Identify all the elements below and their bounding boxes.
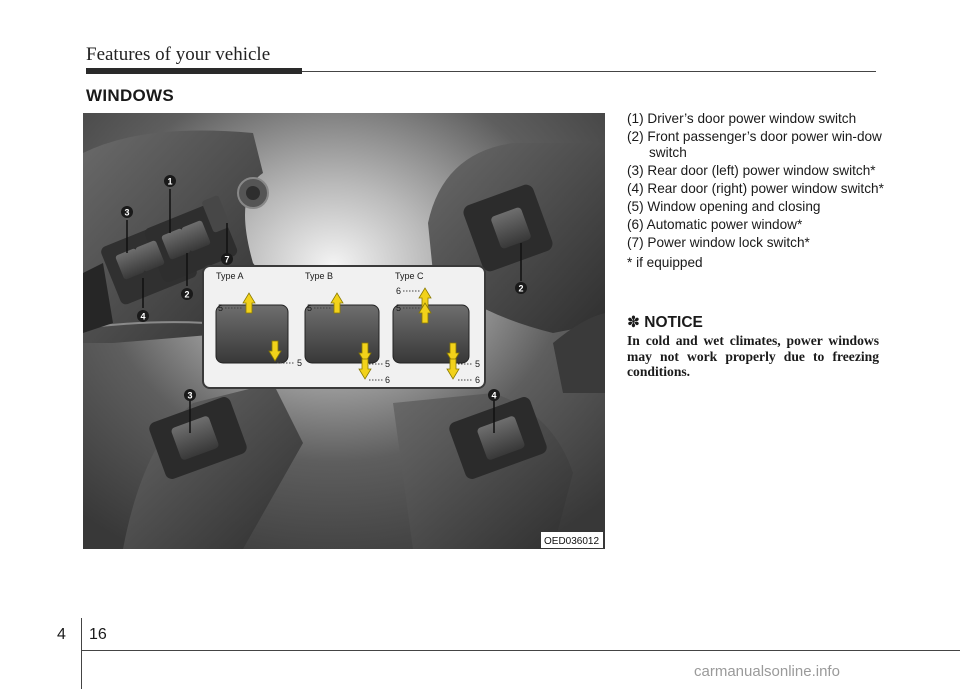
callout-1-badge: [164, 175, 176, 187]
callout-4-driver: 4: [140, 312, 145, 322]
type-a-label: Type A: [216, 271, 244, 281]
page-header-title: Features of your vehicle: [86, 44, 271, 65]
list-item-automatic: (6) Automatic power window*: [627, 217, 803, 232]
type-b-label-6-down: 6: [385, 375, 390, 385]
watermark: carmanualsonline.info: [694, 663, 840, 680]
callout-2-driver: 2: [184, 290, 189, 300]
callout-3-rear-left: 3: [187, 391, 192, 401]
callout-7: 7: [224, 255, 229, 265]
feature-list: (1) Driver’s door power window switch (2…: [627, 111, 887, 273]
type-c-label-5-up: 5: [396, 303, 401, 313]
list-item-driver-switch: (1) Driver’s door power window switch: [627, 111, 857, 126]
notice-body: In cold and wet climates, power windows …: [627, 333, 879, 379]
list-item-rear-left-switch: (3) Rear door (left) power window switch…: [627, 163, 876, 178]
list-item-lock-switch: (7) Power window lock switch*: [627, 235, 810, 250]
footer-horizontal-rule: [81, 650, 960, 651]
window-switch-illustration: 1 2 3 4 7 2 3 4 Type A Type B Type C 5 5…: [83, 113, 605, 549]
type-c-label-6-up: 6: [396, 286, 401, 296]
list-item-opening-closing: (5) Window opening and closing: [627, 199, 821, 214]
window-switch-figure: 1 2 3 4 7 2 3 4 Type A Type B Type C 5 5…: [83, 113, 605, 549]
type-c-label-5-down: 5: [475, 359, 480, 369]
header-rule-thick: [86, 68, 302, 74]
type-a-label-5-up: 5: [218, 303, 223, 313]
callout-2-passenger: 2: [518, 284, 523, 294]
header-rule-thin: [302, 71, 876, 72]
notice-title: ✽ NOTICE: [627, 314, 703, 331]
type-b-label-5-down: 5: [385, 359, 390, 369]
type-c-label-6-down: 6: [475, 375, 480, 385]
list-item-rear-right-switch: (4) Rear door (right) power window switc…: [627, 181, 884, 196]
footer-vertical-rule: [81, 618, 82, 689]
type-b-label: Type B: [305, 271, 333, 281]
figure-code: OED036012: [544, 536, 599, 547]
callout-3-driver: 3: [124, 208, 129, 218]
type-b-label-5-up: 5: [307, 303, 312, 313]
type-c-label: Type C: [395, 271, 424, 281]
callout-4-rear-right: 4: [491, 391, 496, 401]
list-item-passenger-switch: (2) Front passenger’s door power win-dow…: [627, 129, 882, 160]
footnote: * if equipped: [627, 255, 703, 270]
page-number: 16: [89, 626, 107, 643]
callout-1: 1: [167, 177, 172, 187]
type-a-label-5-down: 5: [297, 358, 302, 368]
section-title: WINDOWS: [86, 86, 175, 105]
chapter-number: 4: [57, 626, 66, 643]
